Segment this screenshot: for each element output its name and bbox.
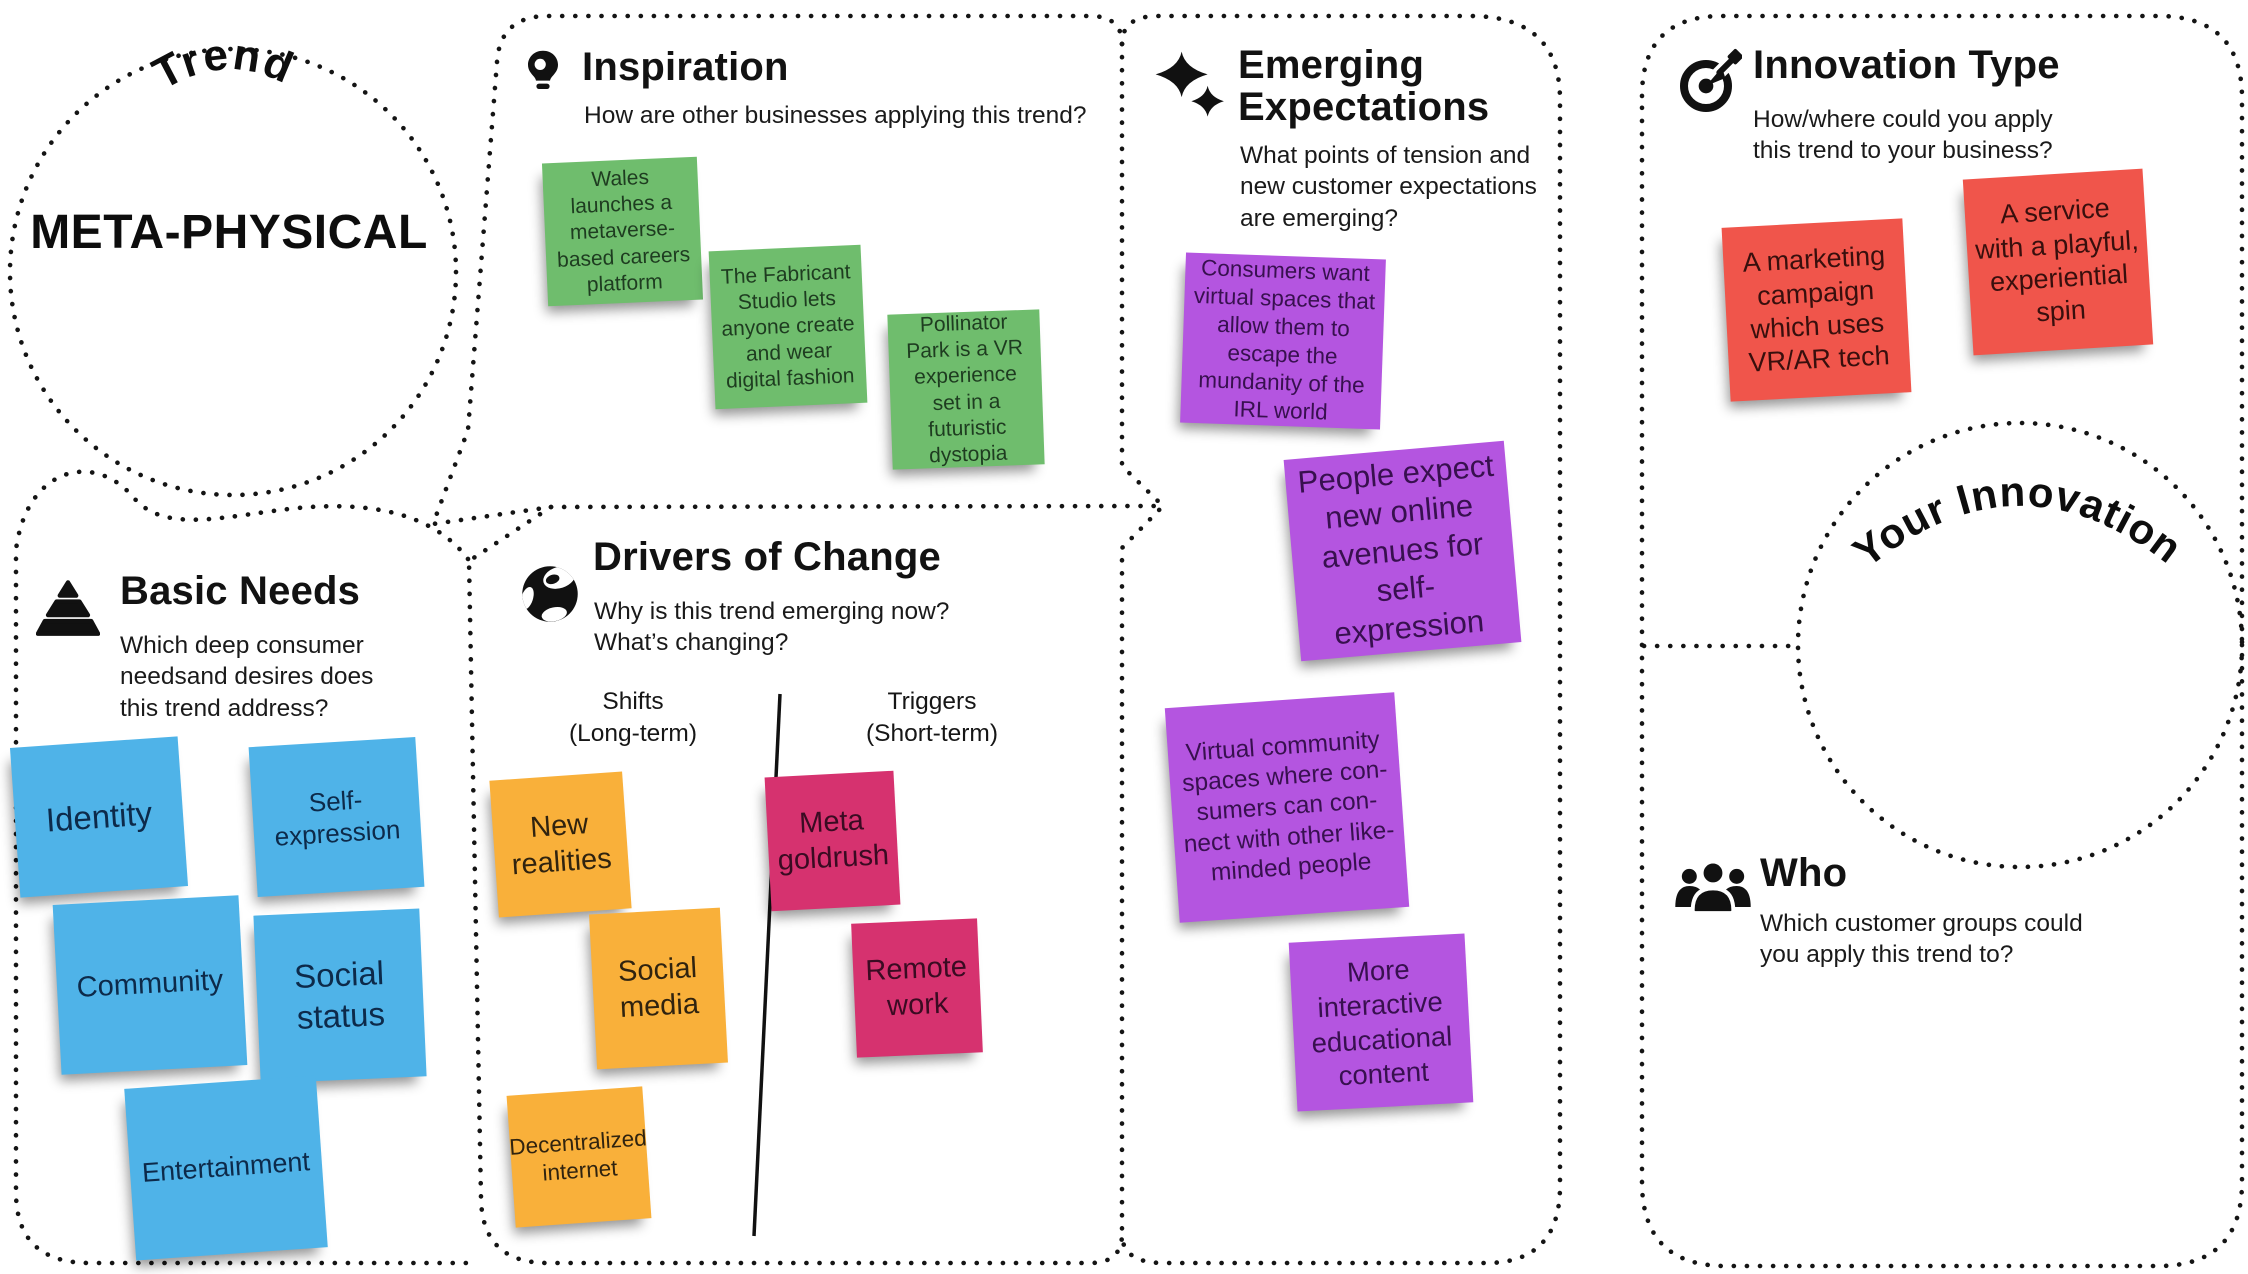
- basic-needs-panel-outline: [13, 469, 475, 1266]
- middle-vertical-boundary: [1119, 41, 1167, 1237]
- sticky-note[interactable]: Pollinator Park is a VR experience set i…: [887, 309, 1045, 470]
- drivers-subtitle: Why is this trend emerging now? What’s c…: [594, 598, 950, 657]
- sticky-note[interactable]: People expect new online avenues for sel…: [1283, 440, 1522, 662]
- sticky-note[interactable]: Identity: [9, 736, 189, 898]
- sticky-note[interactable]: Remote work: [851, 918, 983, 1058]
- innovation-type-subtitle: How/where could you apply this trend to …: [1753, 106, 2053, 165]
- right-panel-outline: [1639, 13, 2245, 1269]
- trend-bubble-label: Trend: [145, 30, 302, 99]
- sticky-note[interactable]: More interactive educational content: [1288, 933, 1474, 1112]
- sticky-note[interactable]: Meta goldrush: [764, 770, 901, 912]
- triggers-column-label: Triggers (Short-term): [865, 688, 999, 747]
- sticky-note[interactable]: New realities: [489, 771, 632, 918]
- sticky-note[interactable]: Entertainment: [124, 1075, 328, 1261]
- sticky-note[interactable]: Social status: [253, 908, 427, 1084]
- sticky-note[interactable]: Consumers want virtual spaces that allow…: [1180, 252, 1386, 430]
- basic-needs-subtitle: Which deep consumer needsand desires doe…: [120, 632, 374, 722]
- sticky-note[interactable]: Decentralized internet: [506, 1086, 652, 1228]
- target-dart-icon: [1678, 46, 1743, 118]
- shifts-triggers-divider: [752, 693, 782, 1237]
- your-innovation-label: Your Innovation: [1844, 468, 2191, 576]
- who-title: Who: [1760, 851, 1848, 895]
- inspiration-drivers-divider: [548, 503, 1163, 510]
- pyramid-icon: [35, 576, 101, 642]
- trend-title: META-PHYSICAL: [30, 206, 428, 259]
- trend-bubble-outline: [7, 46, 459, 498]
- drivers-title: Drivers of Change: [593, 535, 941, 579]
- sparkles-icon: [1150, 50, 1236, 128]
- emerging-panel-outline: [1119, 13, 1563, 1266]
- emerging-subtitle: What points of tension and new customer …: [1240, 142, 1537, 232]
- sticky-note[interactable]: Virtual community spaces where con-sumer…: [1164, 692, 1410, 923]
- shifts-column-label: Shifts (Long-term): [569, 688, 697, 747]
- inspiration-title: Inspiration: [582, 45, 789, 89]
- who-subtitle: Which customer groups could you apply th…: [1760, 910, 2083, 969]
- your-innovation-circle: [1795, 420, 2245, 870]
- lightbulb-icon: [519, 48, 567, 130]
- sticky-note[interactable]: A marketing campaign which uses VR/AR te…: [1721, 218, 1912, 402]
- sticky-note[interactable]: Community: [52, 895, 248, 1075]
- sticky-note[interactable]: Social media: [589, 907, 728, 1070]
- sticky-note[interactable]: Self-expression: [248, 737, 425, 897]
- globe-icon: [518, 560, 582, 628]
- sticky-note[interactable]: Wales launches a metaverse-based careers…: [541, 156, 704, 307]
- sticky-note[interactable]: A service with a playful, experiential s…: [1962, 168, 2154, 356]
- sticky-note[interactable]: The Fabricant Studio lets anyone create …: [708, 244, 868, 410]
- basic-needs-title: Basic Needs: [120, 569, 361, 613]
- emerging-title: Emerging Expectations: [1238, 43, 1490, 130]
- inspiration-subtitle: How are other businesses applying this t…: [584, 102, 1087, 129]
- innovation-type-title: Innovation Type: [1753, 43, 2060, 87]
- drivers-panel-outline: [466, 504, 1125, 1266]
- people-group-icon: [1674, 858, 1752, 916]
